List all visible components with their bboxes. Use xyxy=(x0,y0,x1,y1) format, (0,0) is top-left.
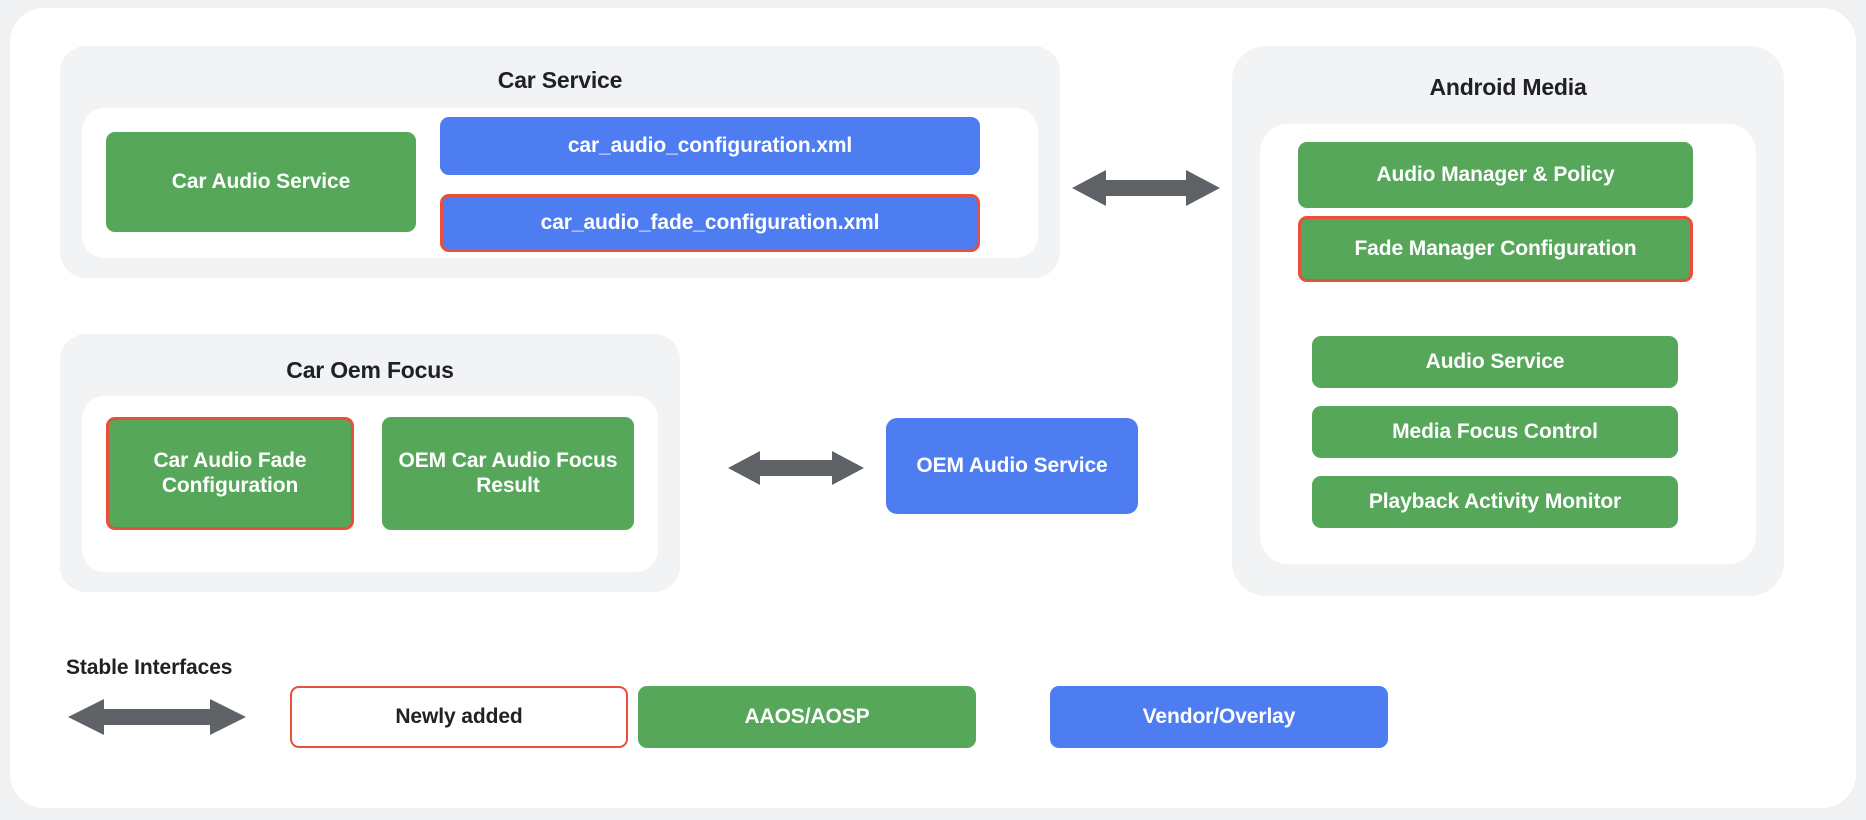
node-media-focus-control[interactable]: Media Focus Control xyxy=(1312,406,1678,458)
node-playback-activity-monitor[interactable]: Playback Activity Monitor xyxy=(1312,476,1678,528)
diagram-card: Car Service Car Audio Service car_audio_… xyxy=(10,8,1856,808)
node-car-audio-configuration-xml[interactable]: car_audio_configuration.xml xyxy=(440,117,980,175)
node-oem-audio-service[interactable]: OEM Audio Service xyxy=(886,418,1138,514)
group-android-media: Android Media Audio Manager & Policy Fad… xyxy=(1232,46,1784,596)
node-oem-audio-service-label: OEM Audio Service xyxy=(916,453,1108,477)
connector-car-service-to-android-media xyxy=(1072,168,1220,208)
node-audio-manager-policy-label: Audio Manager & Policy xyxy=(1376,162,1615,186)
group-car-oem-focus-title: Car Oem Focus xyxy=(286,357,454,383)
legend-stable-interfaces-label: Stable Interfaces xyxy=(66,656,233,679)
node-oem-car-audio-focus-result-label: OEM Car Audio Focus Result xyxy=(398,448,618,497)
node-fade-manager-configuration[interactable]: Fade Manager Configuration xyxy=(1298,216,1693,282)
node-audio-manager-policy[interactable]: Audio Manager & Policy xyxy=(1298,142,1693,208)
node-oem-car-audio-focus-result[interactable]: OEM Car Audio Focus Result xyxy=(382,417,634,530)
group-car-service-title: Car Service xyxy=(497,67,623,93)
node-car-audio-fade-configuration-xml-label: car_audio_fade_configuration.xml xyxy=(540,210,880,234)
legend-stable-interfaces-arrow-icon xyxy=(68,696,246,738)
legend-item-newly-added-label: Newly added xyxy=(395,705,523,728)
group-car-service: Car Service Car Audio Service car_audio_… xyxy=(60,46,1060,278)
node-media-focus-control-label: Media Focus Control xyxy=(1392,419,1598,443)
node-car-audio-fade-configuration-xml[interactable]: car_audio_fade_configuration.xml xyxy=(440,194,980,252)
node-fade-manager-configuration-label: Fade Manager Configuration xyxy=(1354,236,1637,260)
node-playback-activity-monitor-label: Playback Activity Monitor xyxy=(1368,489,1622,513)
legend-item-aaos-aosp-label: AAOS/AOSP xyxy=(744,705,870,728)
node-audio-service-label: Audio Service xyxy=(1425,349,1565,373)
group-car-oem-focus-inner: Car Audio Fade Configuration OEM Car Aud… xyxy=(82,396,658,572)
group-car-oem-focus: Car Oem Focus Car Audio Fade Configurati… xyxy=(60,334,680,592)
legend-item-vendor-overlay[interactable]: Vendor/Overlay xyxy=(1050,686,1388,748)
node-car-audio-configuration-xml-label: car_audio_configuration.xml xyxy=(567,133,853,157)
node-audio-service[interactable]: Audio Service xyxy=(1312,336,1678,388)
legend-item-vendor-overlay-label: Vendor/Overlay xyxy=(1142,705,1296,728)
node-car-audio-fade-configuration[interactable]: Car Audio Fade Configuration xyxy=(106,417,354,530)
node-car-audio-service[interactable]: Car Audio Service xyxy=(106,132,416,232)
node-car-audio-fade-configuration-label: Car Audio Fade Configuration xyxy=(153,448,307,497)
connector-car-oem-focus-to-oem-audio-service xyxy=(728,448,864,488)
group-android-media-title: Android Media xyxy=(1429,74,1587,100)
group-android-media-inner: Audio Manager & Policy Fade Manager Conf… xyxy=(1260,124,1756,564)
node-car-audio-service-label: Car Audio Service xyxy=(171,169,351,193)
group-car-service-inner: Car Audio Service car_audio_configuratio… xyxy=(82,108,1038,258)
legend-item-aaos-aosp[interactable]: AAOS/AOSP xyxy=(638,686,976,748)
legend-item-newly-added[interactable]: Newly added xyxy=(290,686,628,748)
